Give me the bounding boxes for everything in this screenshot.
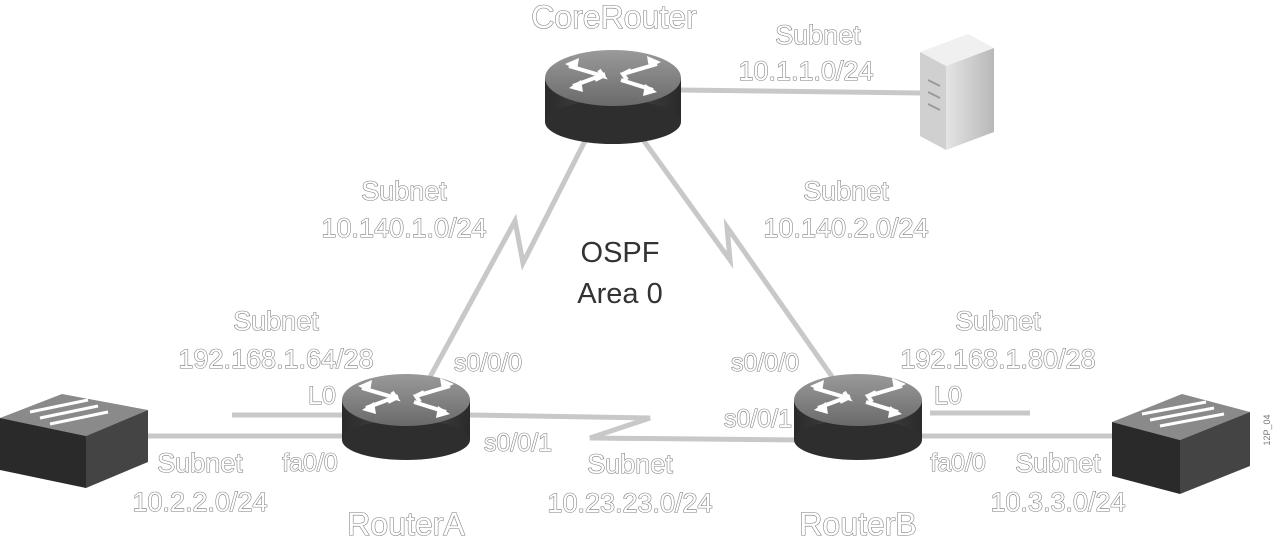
- figure-id: 12P_04: [1262, 414, 1272, 445]
- link-core-routerb: [633, 128, 843, 390]
- subnet-lan-b-addr: 10.3.3.0/24: [990, 487, 1125, 517]
- subnet-core-a-addr: 10.140.1.0/24: [321, 213, 486, 243]
- links: [148, 87, 1115, 443]
- link-core-routera: [421, 133, 591, 390]
- subnet-lan-a-addr: 10.2.2.0/24: [132, 487, 267, 517]
- router-b-lo-label: L0: [934, 382, 962, 410]
- subnet-loop-b-addr: 192.168.1.80/28: [900, 344, 1095, 374]
- subnet-loop-b-word: Subnet: [955, 306, 1041, 336]
- router-a-name: RouterA: [347, 506, 465, 542]
- router-b-fa-label: fa0/0: [930, 449, 986, 477]
- subnet-server-word: Subnet: [775, 20, 861, 50]
- router-b-icon[interactable]: [794, 374, 922, 460]
- subnet-core-b-word: Subnet: [803, 176, 889, 206]
- subnet-a-b-addr: 10.23.23.0/24: [547, 488, 712, 518]
- router-a-icon[interactable]: [342, 374, 470, 460]
- area-line1: OSPF: [581, 237, 660, 269]
- subnet-loop-a-word: Subnet: [233, 306, 319, 336]
- subnet-lan-a-word: Subnet: [157, 448, 243, 478]
- subnet-lan-b-word: Subnet: [1015, 448, 1101, 478]
- router-a-fa-label: fa0/0: [282, 449, 338, 477]
- switch-a-icon[interactable]: [0, 394, 148, 488]
- router-a-lo-label: L0: [308, 382, 336, 410]
- link-core-server: [679, 87, 923, 96]
- core-router-icon[interactable]: [545, 50, 681, 144]
- area-line2: Area 0: [577, 278, 662, 310]
- router-b-s001-label: s0/0/1: [724, 405, 792, 433]
- subnet-core-b-addr: 10.140.2.0/24: [763, 213, 928, 243]
- router-a-s001-label: s0/0/1: [484, 429, 552, 457]
- server-icon[interactable]: [920, 34, 994, 150]
- subnet-core-a-word: Subnet: [361, 176, 447, 206]
- router-a-s000-label: s0/0/0: [454, 349, 522, 377]
- link-routera-routerb: [469, 412, 801, 443]
- switch-b-icon[interactable]: [1112, 394, 1250, 494]
- subnet-server-addr: 10.1.1.0/24: [738, 56, 873, 86]
- router-b-name: RouterB: [799, 506, 916, 542]
- router-b-s000-label: s0/0/0: [731, 349, 799, 377]
- subnet-a-b-word: Subnet: [587, 449, 673, 479]
- core-router-name: CoreRouter: [531, 0, 697, 35]
- subnet-loop-a-addr: 192.168.1.64/28: [178, 344, 373, 374]
